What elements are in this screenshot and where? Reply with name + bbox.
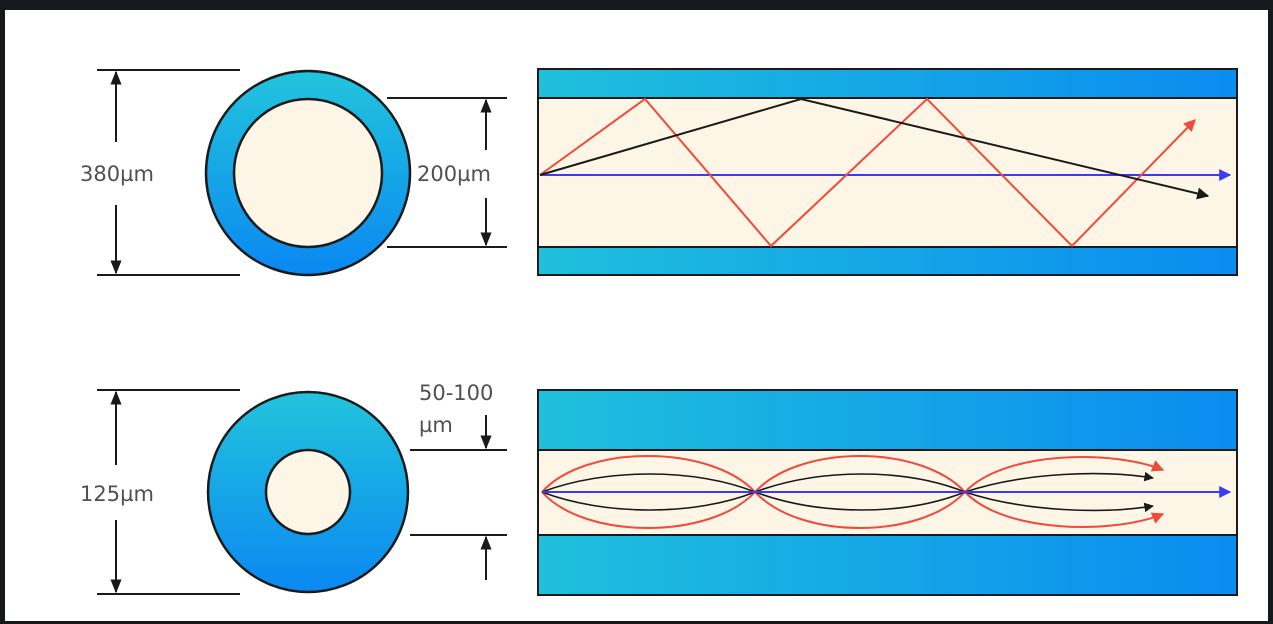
graded-index-longitudinal <box>537 389 1238 596</box>
core-diameter-label-line2: µm <box>419 413 453 437</box>
core-circle <box>232 97 384 249</box>
upper-cladding <box>537 389 1238 451</box>
outer-diameter-label: 125µm <box>80 482 154 506</box>
step-index-longitudinal <box>537 68 1238 276</box>
step-index-cross-section: 380µm 200µm <box>80 69 507 277</box>
core-diameter-label: 200µm <box>417 162 491 186</box>
high-angle-ray <box>539 97 1196 248</box>
fiber-core <box>537 97 1238 248</box>
fiber-optic-diagram: 380µm 200µm 125µm 50-100 µm <box>80 68 1238 596</box>
core-circle <box>264 448 352 536</box>
core-diameter-label-line1: 50-100 <box>419 381 493 405</box>
diagram-canvas: 380µm 200µm 125µm 50-100 µm <box>5 10 1268 621</box>
lower-cladding <box>537 246 1238 276</box>
outer-diameter-label: 380µm <box>80 162 154 186</box>
lower-cladding <box>537 534 1238 596</box>
high-order-mode <box>541 455 1165 529</box>
upper-cladding <box>537 68 1238 99</box>
graded-index-cross-section: 125µm 50-100 µm <box>80 381 507 595</box>
low-angle-ray <box>539 97 1210 200</box>
